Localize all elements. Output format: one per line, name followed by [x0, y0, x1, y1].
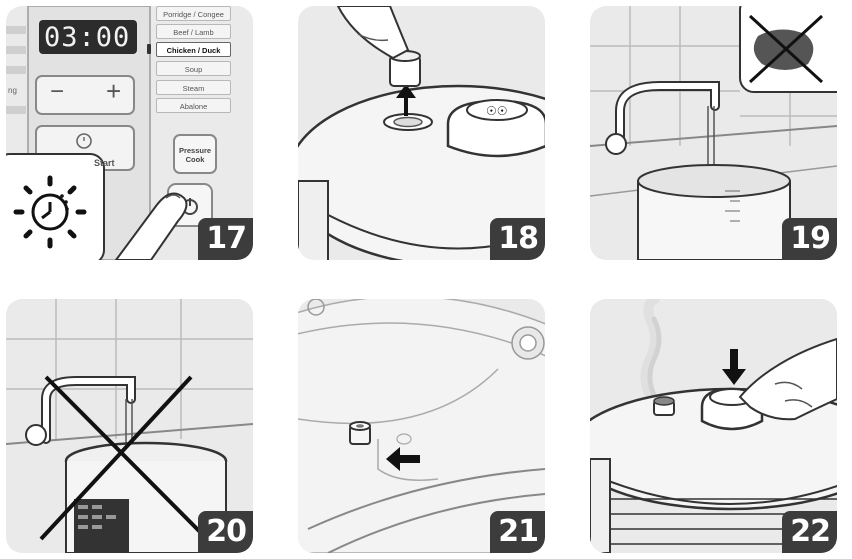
menu-item-chicken[interactable]: Chicken / Duck — [156, 42, 231, 57]
step-number: 17 — [198, 218, 253, 260]
menu-item-porridge[interactable]: Porridge / Congee — [156, 6, 231, 21]
pressure-cook-button[interactable]: Pressure Cook — [173, 134, 217, 174]
step-number: 19 — [782, 218, 837, 260]
step-17-panel: 03:00 ng − + Start Porridge / Congee Bee… — [6, 6, 253, 260]
step-18-panel: ☉☉ 18 — [298, 6, 545, 260]
menu-item-soup[interactable]: Soup — [156, 61, 231, 76]
lid-valve-illustration — [298, 299, 545, 553]
fill-water-illustration — [590, 6, 837, 260]
start-button-label[interactable]: Start — [94, 158, 115, 168]
step-number: 22 — [782, 511, 837, 553]
do-not-fill-illustration — [6, 299, 253, 553]
step-number: 21 — [490, 511, 545, 553]
step-22-panel: 22 — [590, 299, 837, 553]
plus-button[interactable]: + — [106, 76, 122, 106]
timer-value: 03:00 — [44, 22, 131, 53]
menu-item-steam[interactable]: Steam — [156, 80, 231, 95]
minus-button[interactable]: − — [50, 78, 65, 105]
step-19-panel: 19 — [590, 6, 837, 260]
svg-text:☉☉: ☉☉ — [486, 104, 508, 118]
menu-item-beef[interactable]: Beef / Lamb — [156, 24, 231, 39]
cut-off-label: ng — [8, 86, 17, 95]
step-21-panel: 21 — [298, 299, 545, 553]
menu-item-abalone[interactable]: Abalone — [156, 98, 231, 113]
step-20-panel: 20 — [6, 299, 253, 553]
remove-float-valve-illustration: ☉☉ — [298, 6, 545, 260]
press-release-valve-illustration — [590, 299, 837, 553]
timer-display: 03:00 — [39, 20, 137, 54]
step-number: 18 — [490, 218, 545, 260]
step-number: 20 — [198, 511, 253, 553]
